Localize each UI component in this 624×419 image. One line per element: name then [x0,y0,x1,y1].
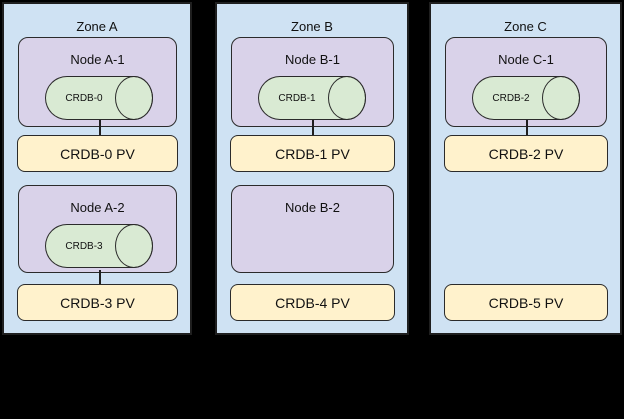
node-a2-title: Node A-2 [70,200,125,215]
connector-line [99,270,101,284]
database-cylinder-crdb-1: CRDB-1 [258,76,366,120]
pv-box-crdb-5: CRDB-5 PV [444,284,608,321]
pv-box-crdb-1: CRDB-1 PV [230,135,395,172]
node-b1-box: Node B-1 CRDB-1 [231,37,394,127]
zone-b-title: Zone B [291,19,333,34]
zone-a-container: Zone A Node A-1 CRDB-0 CRDB-0 PV Node A-… [2,2,192,335]
cylinder-label: CRDB-3 [65,240,103,252]
node-b1-title: Node B-1 [285,52,340,67]
node-a1-title: Node A-1 [70,52,125,67]
database-cylinder-crdb-2: CRDB-2 [472,76,580,120]
node-c1-box: Node C-1 CRDB-2 [445,37,607,127]
database-cylinder-crdb-0: CRDB-0 [45,76,153,120]
node-b2-box: Node B-2 [231,185,394,273]
zone-c-container: Zone C Node C-1 CRDB-2 CRDB-2 PV CRDB-5 … [429,2,622,335]
cylinder-label: CRDB-1 [278,92,316,104]
connector-line [526,120,528,135]
pv-box-crdb-0: CRDB-0 PV [17,135,178,172]
zone-a-title: Zone A [76,19,118,34]
connector-line [99,120,101,135]
node-a2-box: Node A-2 CRDB-3 [18,185,177,273]
pv-box-crdb-3: CRDB-3 PV [17,284,178,321]
cylinder-label: CRDB-2 [492,92,530,104]
connector-line [312,120,314,135]
cylinder-cap-icon [328,76,366,120]
zone-c-title: Zone C [504,19,547,34]
zone-b-container: Zone B Node B-1 CRDB-1 CRDB-1 PV Node B-… [215,2,409,335]
database-cylinder-crdb-3: CRDB-3 [45,224,153,268]
cylinder-cap-icon [115,76,153,120]
pv-box-crdb-2: CRDB-2 PV [444,135,608,172]
node-c1-title: Node C-1 [498,52,554,67]
cylinder-cap-icon [542,76,580,120]
pv-box-crdb-4: CRDB-4 PV [230,284,395,321]
node-a1-box: Node A-1 CRDB-0 [18,37,177,127]
cylinder-label: CRDB-0 [65,92,103,104]
cylinder-cap-icon [115,224,153,268]
node-b2-title: Node B-2 [285,200,340,215]
